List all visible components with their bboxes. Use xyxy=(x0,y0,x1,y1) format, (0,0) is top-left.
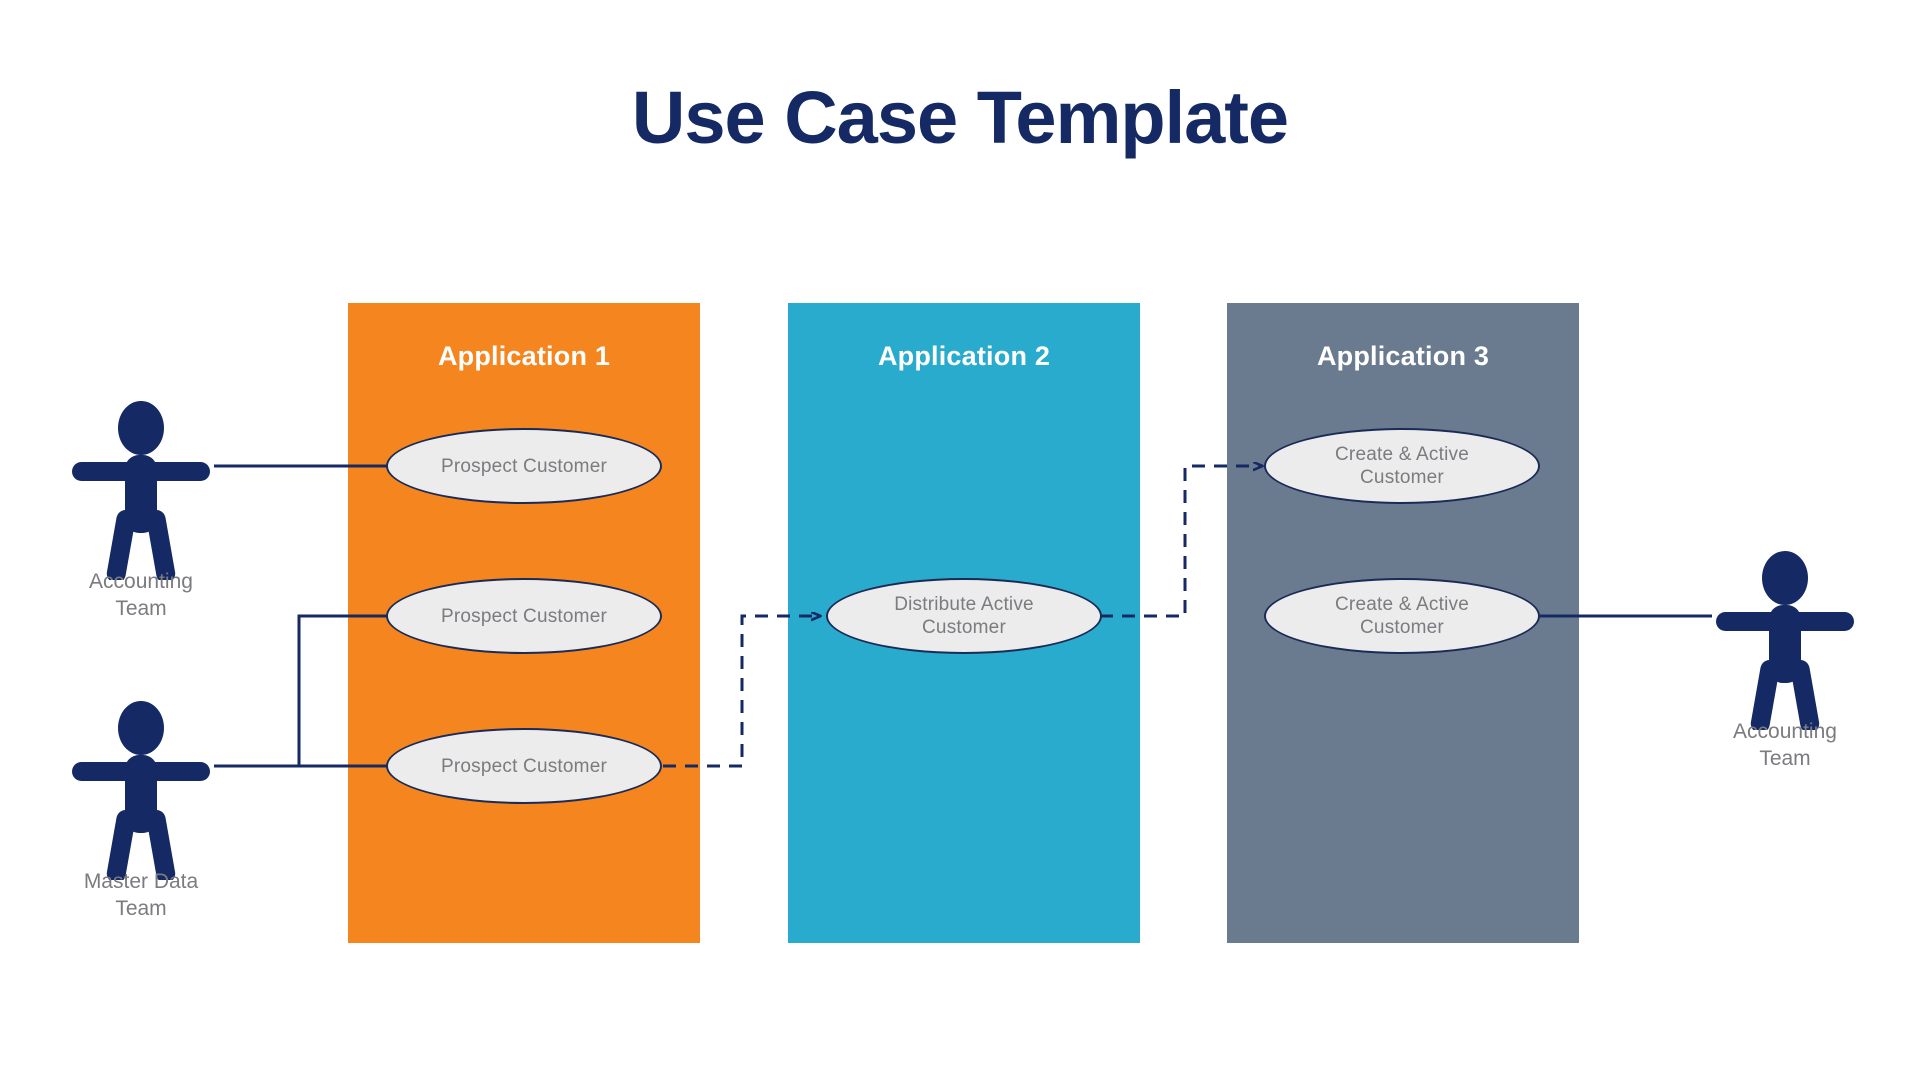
swimlane-title-application-2: Application 2 xyxy=(877,341,1051,371)
use-case-create-active-customer-2[interactable]: Create & Active Customer xyxy=(1264,578,1540,654)
page-title: Use Case Template xyxy=(631,76,1289,159)
use-case-prospect-customer-3[interactable]: Prospect Customer xyxy=(386,728,662,804)
use-case-prospect-customer-2[interactable]: Prospect Customer xyxy=(386,578,662,654)
actor-label-accounting-team-right: Accounting Team xyxy=(1733,720,1837,770)
actor-accounting-team-left[interactable]: Accounting Team xyxy=(68,400,214,660)
swimlane-title-application-1: Application 1 xyxy=(437,341,611,371)
use-case-create-active-customer-1[interactable]: Create & Active Customer xyxy=(1264,428,1540,504)
actor-accounting-team-right[interactable]: Accounting Team xyxy=(1712,550,1858,810)
actor-master-data-team[interactable]: Master Data Team xyxy=(68,700,214,960)
actor-label-master-data-team: Master Data Team xyxy=(83,870,199,920)
actor-figure-icon xyxy=(72,401,210,580)
use-case-prospect-customer-1[interactable]: Prospect Customer xyxy=(386,428,662,504)
actor-label-accounting-team-left: Accounting Team xyxy=(89,570,193,620)
actor-figure-icon xyxy=(72,701,210,880)
swimlane-title-application-3: Application 3 xyxy=(1316,341,1490,371)
use-case-distribute-active-customer[interactable]: Distribute Active Customer xyxy=(826,578,1102,654)
actor-figure-icon xyxy=(1716,551,1854,730)
